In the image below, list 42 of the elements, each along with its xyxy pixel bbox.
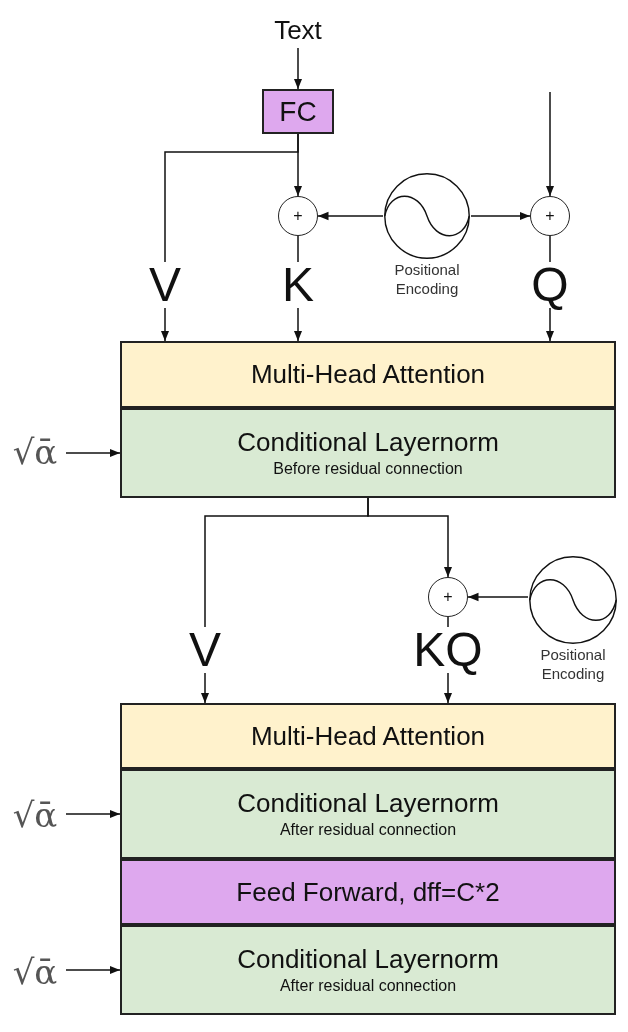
vector-label: KQ <box>410 627 486 673</box>
layernorm-box <box>120 408 616 498</box>
connector-line <box>549 235 551 263</box>
input-label: Text <box>262 12 334 48</box>
arrow <box>545 91 555 197</box>
arrow <box>293 307 303 342</box>
box-subtitle: After residual connection <box>279 976 457 996</box>
sqrt-alpha-label: √ᾱ <box>4 950 66 994</box>
arrow <box>443 672 453 704</box>
fc-box: FC <box>262 89 334 134</box>
sqrt-alpha-label: √ᾱ <box>4 430 66 474</box>
arrow <box>293 47 303 90</box>
attention-box: Multi-Head Attention <box>120 703 616 769</box>
arrow <box>65 809 121 819</box>
arrow <box>317 211 384 221</box>
arrow <box>367 497 453 578</box>
vector-label: K <box>281 262 315 308</box>
arrow <box>200 672 210 704</box>
vector-label: V <box>148 262 182 308</box>
arrow <box>65 965 121 975</box>
sqrt-alpha-label: √ᾱ <box>4 793 66 837</box>
attention-box: Multi-Head Attention <box>120 341 616 408</box>
node-label: Positional Encoding <box>393 260 461 298</box>
node-label: Positional Encoding <box>539 645 607 683</box>
arrow <box>65 448 121 458</box>
arrow <box>160 307 170 342</box>
vector-label: V <box>188 627 222 673</box>
box-title: Conditional Layernorm <box>237 943 499 975</box>
arrow <box>467 592 529 602</box>
box-title: Conditional Layernorm <box>237 426 499 458</box>
arrow <box>545 307 555 342</box>
arrow <box>293 133 303 197</box>
feed-forward-box: Feed Forward, dff=C*2 <box>120 859 616 925</box>
vector-label: Q <box>531 262 569 308</box>
box-title: Conditional Layernorm <box>237 787 499 819</box>
box-subtitle: Before residual connection <box>273 459 463 479</box>
layernorm-box <box>120 769 616 859</box>
box-subtitle: After residual connection <box>279 820 457 840</box>
arrow <box>470 211 531 221</box>
layernorm-box <box>120 925 616 1015</box>
connector-line <box>297 235 299 263</box>
connector-line <box>447 616 449 628</box>
